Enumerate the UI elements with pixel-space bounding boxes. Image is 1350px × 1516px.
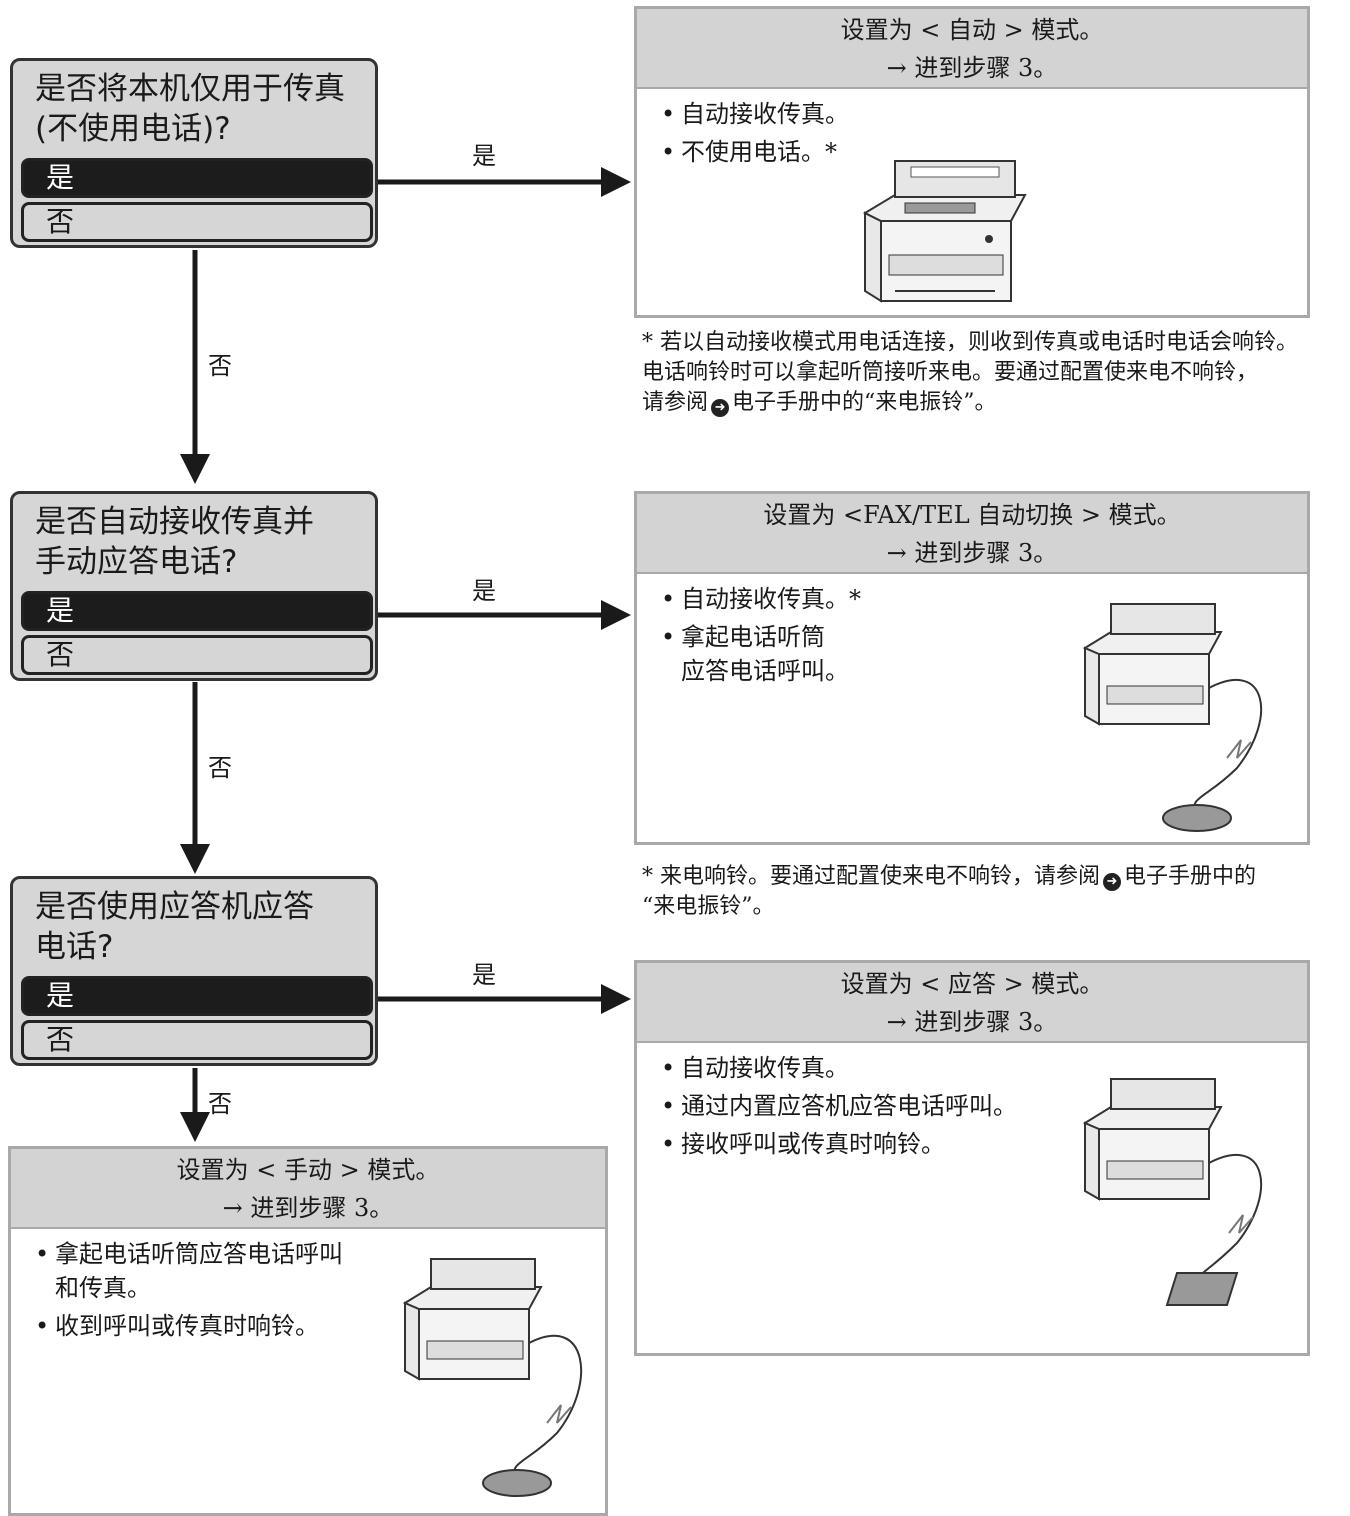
result-item: 自动接收传真。 xyxy=(661,1051,1307,1085)
next-step: → 进到步骤 3。 xyxy=(886,1008,1058,1036)
mode-title: 设置为 <FAX/TEL 自动切换 > 模式。 xyxy=(763,501,1181,529)
arrow-label-yes: 是 xyxy=(472,577,496,605)
next-step: → 进到步骤 3。 xyxy=(222,1194,394,1222)
arrow-label-yes: 是 xyxy=(472,142,496,170)
printer-with-telephone-icon xyxy=(1082,603,1263,832)
footnote-faxtel: * 来电响铃。要通过配置使来电不响铃，请参阅➜电子手册中的 “来电振铃”。 xyxy=(642,862,1332,922)
footnote-auto: * 若以自动接收模式用电话连接，则收到传真或电话时电话会响铃。 电话响铃时可以拿… xyxy=(642,328,1332,418)
question-panel-1: 是否将本机仅用于传真 (不使用电话)? 是 否 xyxy=(10,58,378,248)
next-step: → 进到步骤 3。 xyxy=(886,539,1058,567)
printer-with-answering-machine-icon xyxy=(1082,1078,1263,1306)
yes-option[interactable]: 是 xyxy=(21,591,373,631)
result-manual-mode: 设置为 < 手动 > 模式。 → 进到步骤 3。 拿起电话听筒应答电话呼叫 和传… xyxy=(8,1146,608,1516)
footnote-text: * 来电响铃。要通过配置使来电不响铃，请参阅 xyxy=(642,864,1100,889)
footnote-text: * 若以自动接收模式用电话连接，则收到传真或电话时电话会响铃。 电话响铃时可以拿… xyxy=(642,330,1298,415)
yes-option[interactable]: 是 xyxy=(21,158,373,198)
mode-title: 设置为 < 应答 > 模式。 xyxy=(840,970,1104,998)
question-text: 是否使用应答机应答 电话? xyxy=(35,889,314,965)
footnote-text: 电子手册中的 “来电振铃”。 xyxy=(642,864,1257,919)
arrow-label-no: 否 xyxy=(208,1090,232,1118)
arrow-label-no: 否 xyxy=(208,754,232,782)
result-faxtel-mode: 设置为 <FAX/TEL 自动切换 > 模式。 → 进到步骤 3。 自动接收传真… xyxy=(634,491,1310,845)
arrow-label-yes: 是 xyxy=(472,961,496,989)
result-item: 不使用电话。* xyxy=(661,135,1307,169)
question-panel-2: 是否自动接收传真并 手动应答电话? 是 否 xyxy=(10,491,378,681)
question-panel-3: 是否使用应答机应答 电话? 是 否 xyxy=(10,876,378,1066)
result-item: 自动接收传真。 xyxy=(661,97,1307,131)
question-text: 是否将本机仅用于传真 (不使用电话)? xyxy=(35,71,345,147)
next-step: → 进到步骤 3。 xyxy=(886,54,1058,82)
result-answer-mode: 设置为 < 应答 > 模式。 → 进到步骤 3。 自动接收传真。 通过内置应答机… xyxy=(634,960,1310,1356)
no-option[interactable]: 否 xyxy=(21,1020,373,1060)
result-item: 自动接收传真。* xyxy=(661,582,1307,616)
no-option[interactable]: 否 xyxy=(21,635,373,675)
footnote-text: 电子手册中的“来电振铃”。 xyxy=(732,390,997,415)
mode-title: 设置为 < 手动 > 模式。 xyxy=(176,1156,440,1184)
result-item: 通过内置应答机应答电话呼叫。 xyxy=(661,1089,1307,1123)
yes-option[interactable]: 是 xyxy=(21,976,373,1016)
result-item: 接收呼叫或传真时响铃。 xyxy=(661,1127,1307,1161)
result-item: 拿起电话听筒应答电话呼叫 和传真。 xyxy=(35,1237,605,1305)
no-option[interactable]: 否 xyxy=(21,202,373,242)
result-item: 拿起电话听筒 应答电话呼叫。 xyxy=(661,620,1307,688)
result-item: 收到呼叫或传真时响铃。 xyxy=(35,1309,605,1343)
circle-arrow-icon: ➜ xyxy=(711,399,730,417)
mode-title: 设置为 < 自动 > 模式。 xyxy=(840,16,1104,44)
question-text: 是否自动接收传真并 手动应答电话? xyxy=(35,504,314,580)
circle-arrow-icon: ➜ xyxy=(1103,873,1121,891)
printer-icon xyxy=(862,160,1027,303)
printer-with-telephone-icon xyxy=(402,1258,583,1497)
result-auto-mode: 设置为 < 自动 > 模式。 → 进到步骤 3。 自动接收传真。 不使用电话。* xyxy=(634,6,1310,318)
arrow-label-no: 否 xyxy=(208,352,232,380)
